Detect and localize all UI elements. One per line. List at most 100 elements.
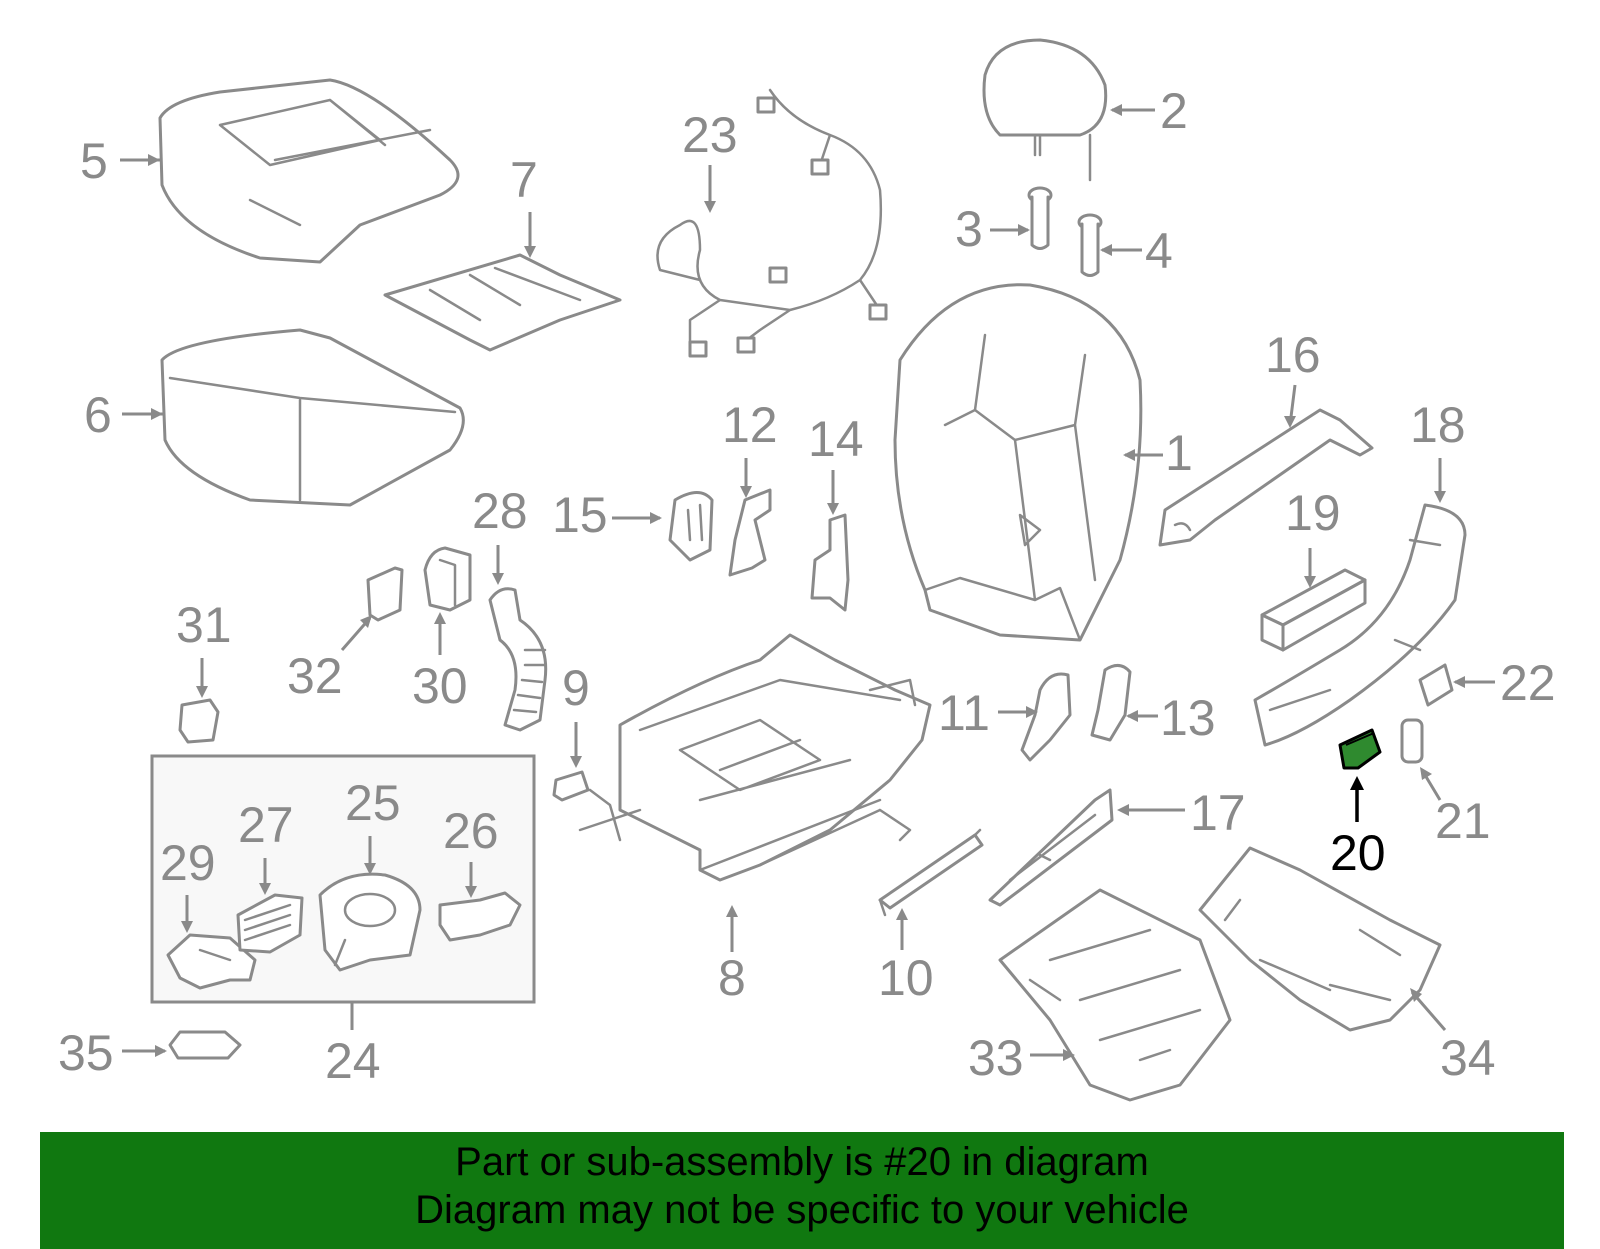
part-20-highlighted[interactable] — [1338, 728, 1382, 770]
callout-23: 23 — [682, 107, 738, 213]
label-27: 27 — [238, 797, 294, 853]
label-2: 2 — [1160, 83, 1188, 139]
callout-21: 21 — [1420, 767, 1491, 849]
part-13-bracket[interactable] — [1090, 664, 1132, 742]
callout-17: 17 — [1117, 785, 1246, 841]
label-6: 6 — [84, 387, 112, 443]
callout-5: 5 — [80, 133, 160, 189]
callout-14: 14 — [808, 411, 864, 515]
label-12: 12 — [722, 397, 778, 453]
part-10-rod[interactable] — [878, 828, 984, 917]
callout-4: 4 — [1100, 223, 1173, 279]
label-31: 31 — [176, 597, 232, 653]
part-7-heater-mat[interactable] — [383, 253, 622, 352]
part-11-bracket[interactable] — [1020, 672, 1072, 762]
callout-19: 19 — [1285, 485, 1341, 588]
callout-33: 33 — [968, 1030, 1075, 1086]
part-22-knob[interactable] — [1418, 663, 1454, 707]
label-24: 24 — [325, 1033, 381, 1089]
callout-25: 25 — [345, 775, 401, 875]
banner-line-1: Part or sub-assembly is #20 in diagram — [455, 1140, 1149, 1184]
callout-31: 31 — [176, 597, 232, 698]
label-20: 20 — [1330, 825, 1386, 881]
part-23-wire-harness[interactable] — [656, 88, 888, 358]
callout-12: 12 — [722, 397, 778, 498]
part-35-module[interactable] — [168, 1030, 242, 1060]
label-23: 23 — [682, 107, 738, 163]
label-15: 15 — [552, 487, 608, 543]
callout-29: 29 — [160, 835, 216, 933]
label-35: 35 — [58, 1025, 114, 1081]
label-17: 17 — [1190, 785, 1246, 841]
label-14: 14 — [808, 411, 864, 467]
label-30: 30 — [412, 658, 468, 714]
callout-1: 1 — [1123, 425, 1193, 481]
label-32: 32 — [287, 648, 343, 704]
callout-6: 6 — [84, 387, 163, 443]
label-21: 21 — [1435, 793, 1491, 849]
callout-34: 34 — [1410, 988, 1496, 1086]
part-8-seat-frame[interactable] — [578, 633, 932, 882]
callout-27: 27 — [238, 797, 294, 895]
callout-24: 24 — [325, 1002, 381, 1089]
part-9-clip[interactable] — [552, 770, 590, 802]
part-31-clip[interactable] — [178, 698, 220, 744]
part-19-switch[interactable] — [1260, 568, 1367, 652]
callout-3: 3 — [955, 201, 1030, 257]
banner-line-2: Diagram may not be specific to your vehi… — [415, 1188, 1189, 1232]
part-12-bracket[interactable] — [728, 488, 772, 577]
part-3-guide[interactable] — [1027, 186, 1053, 250]
label-3: 3 — [955, 201, 983, 257]
part-1-seat-back[interactable] — [893, 283, 1143, 642]
label-28: 28 — [472, 483, 528, 539]
callout-8: 8 — [718, 905, 746, 1006]
callout-26: 26 — [443, 803, 499, 898]
part-21-knob[interactable] — [1400, 718, 1424, 764]
parts-diagram: 5 6 7 23 2 3 4 — [58, 38, 1556, 1102]
part-26-duct[interactable] — [438, 891, 522, 942]
part-2-headrest[interactable] — [982, 38, 1108, 182]
callout-11: 11 — [938, 685, 1038, 741]
part-33-seat-pan[interactable] — [998, 888, 1232, 1102]
callout-10: 10 — [878, 908, 934, 1006]
label-25: 25 — [345, 775, 401, 831]
part-18-side-cover[interactable] — [1253, 503, 1467, 747]
callout-28: 28 — [472, 483, 528, 585]
label-7: 7 — [510, 152, 538, 208]
part-25-blower[interactable] — [318, 872, 422, 972]
part-16-rail-cover[interactable] — [1158, 408, 1374, 547]
label-16: 16 — [1265, 327, 1321, 383]
label-34: 34 — [1440, 1030, 1496, 1086]
part-5-cushion-cover[interactable] — [158, 78, 460, 264]
label-9: 9 — [562, 660, 590, 716]
label-33: 33 — [968, 1030, 1024, 1086]
part-4-guide[interactable] — [1077, 213, 1103, 277]
callout-13: 13 — [1126, 690, 1216, 746]
callout-9: 9 — [562, 660, 590, 768]
info-banner: Part or sub-assembly is #20 in diagram D… — [40, 1132, 1564, 1249]
callout-30: 30 — [412, 612, 468, 714]
part-14-bracket[interactable] — [810, 513, 850, 612]
label-13: 13 — [1160, 690, 1216, 746]
part-28-duct-hose[interactable] — [488, 587, 548, 732]
part-17-rail[interactable] — [988, 788, 1114, 907]
label-22: 22 — [1500, 655, 1556, 711]
label-19: 19 — [1285, 485, 1341, 541]
callout-16: 16 — [1265, 327, 1321, 428]
label-8: 8 — [718, 950, 746, 1006]
callout-15: 15 — [552, 487, 662, 543]
label-10: 10 — [878, 950, 934, 1006]
callout-20: 20 — [1330, 776, 1386, 881]
part-6-cushion-pad[interactable] — [160, 328, 465, 507]
label-5: 5 — [80, 133, 108, 189]
part-27-filter[interactable] — [236, 893, 304, 954]
label-29: 29 — [160, 835, 216, 891]
part-15-cover[interactable] — [668, 491, 714, 562]
callout-18: 18 — [1410, 397, 1466, 503]
part-30-duct[interactable] — [423, 546, 472, 612]
label-18: 18 — [1410, 397, 1466, 453]
label-4: 4 — [1145, 223, 1173, 279]
part-34-shield[interactable] — [1198, 846, 1442, 1032]
part-29-motor-mount[interactable] — [166, 933, 257, 990]
part-32-duct[interactable] — [366, 566, 404, 622]
